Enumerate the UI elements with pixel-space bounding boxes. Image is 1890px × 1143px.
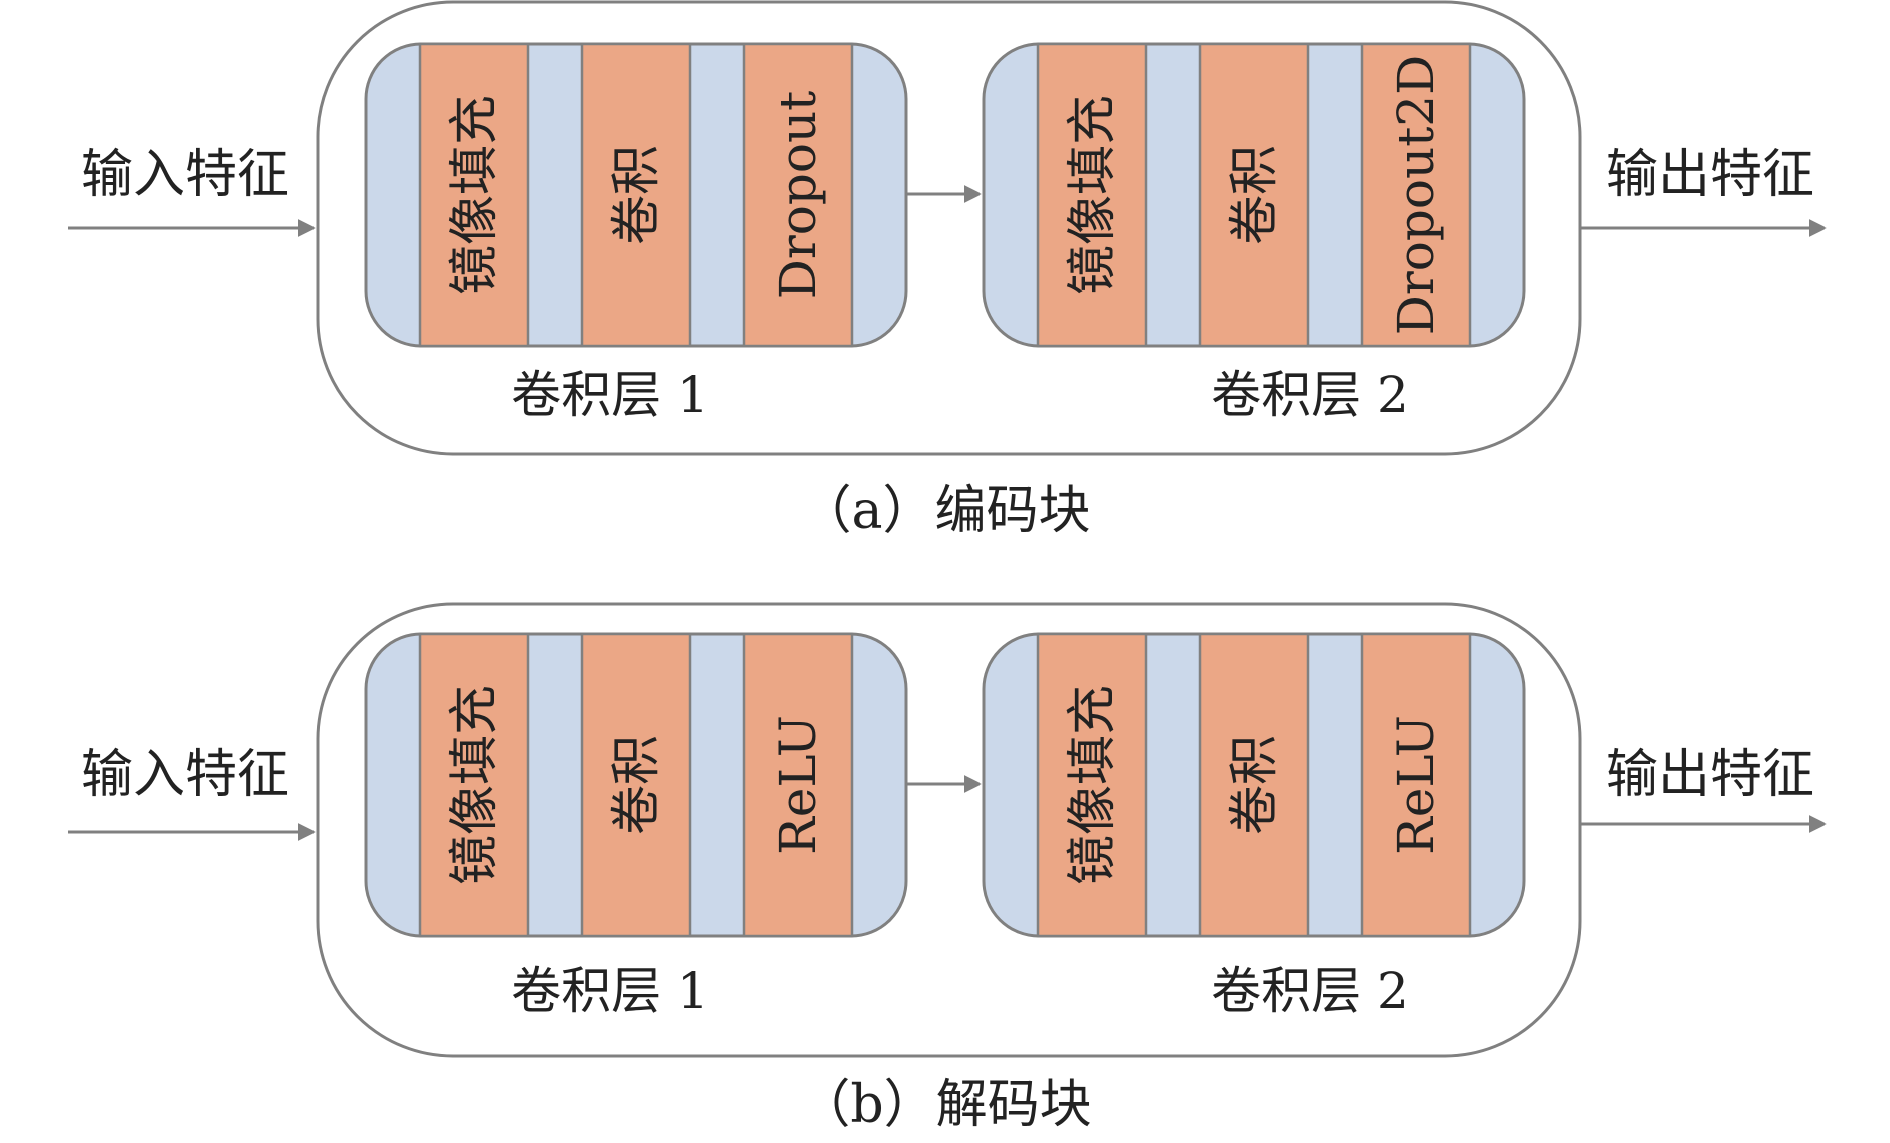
decoder-layer2-block-1-label: 镜像填充 <box>1063 685 1121 885</box>
decoder-layer2-block-2-label: 卷积 <box>1225 735 1283 835</box>
panel-encoder: 输入特征 输出特征 镜像填充 卷积 Dropout 卷积层 1 镜像填充 卷积 … <box>68 0 1827 541</box>
encoder-layer1-block-2-label: 卷积 <box>607 145 665 245</box>
encoder-caption: （a）编码块 <box>799 481 1090 541</box>
encoder-layer1-block-3-label: Dropout <box>769 91 827 300</box>
decoder-layer1-block-3 <box>742 632 854 938</box>
encoder-conv-layer-2: 镜像填充 卷积 Dropout2D 卷积层 2 <box>982 42 1526 424</box>
decoder-layer1-block-1-label: 镜像填充 <box>445 685 503 885</box>
decoder-layer1-block-2-label: 卷积 <box>607 735 665 835</box>
encoder-layer1-block-1-label: 镜像填充 <box>445 95 503 295</box>
decoder-input-label: 输入特征 <box>81 745 289 805</box>
encoder-layer1-block-1 <box>418 42 530 348</box>
encoder-layer2-block-2-label: 卷积 <box>1225 145 1283 245</box>
encoder-layer1-block-2 <box>580 42 692 348</box>
encoder-layer1-block-3 <box>742 42 854 348</box>
encoder-output-label: 输出特征 <box>1606 145 1814 205</box>
decoder-layer2-block-3 <box>1360 632 1472 938</box>
encoder-layer2-label: 卷积层 2 <box>1211 366 1409 424</box>
encoder-conv-layer-1: 镜像填充 卷积 Dropout 卷积层 1 <box>364 42 908 424</box>
decoder-layer2-block-1 <box>1036 632 1148 938</box>
encoder-layer2-block-3-label: Dropout2D <box>1387 55 1445 335</box>
encoder-layer2-block-1 <box>1036 42 1148 348</box>
decoder-outer-frame <box>316 602 1582 1058</box>
encoder-layer2-block-2 <box>1198 42 1310 348</box>
decoder-conv-layer-2: 镜像填充 卷积 ReLU 卷积层 2 <box>982 632 1526 1020</box>
decoder-output-label: 输出特征 <box>1606 745 1814 805</box>
encoder-layer2-block-3 <box>1360 42 1472 348</box>
decoder-conv-layer-1: 镜像填充 卷积 ReLU 卷积层 1 <box>364 632 908 1020</box>
decoder-layer1-block-2 <box>580 632 692 938</box>
decoder-caption: （b）解码块 <box>798 1075 1091 1135</box>
encoder-input-label: 输入特征 <box>81 145 289 205</box>
encoder-layer1-label: 卷积层 1 <box>511 366 709 424</box>
decoder-layer2-block-2 <box>1198 632 1310 938</box>
decoder-layer1-block-1 <box>418 632 530 938</box>
decoder-layer2-block-3-label: ReLU <box>1387 715 1445 855</box>
decoder-layer1-block-3-label: ReLU <box>769 715 827 855</box>
panel-decoder: 输入特征 输出特征 镜像填充 卷积 ReLU 卷积层 1 镜像填充 卷积 ReL… <box>68 602 1827 1135</box>
decoder-layer1-label: 卷积层 1 <box>511 962 709 1020</box>
decoder-layer2-label: 卷积层 2 <box>1211 962 1409 1020</box>
encoder-layer2-block-1-label: 镜像填充 <box>1063 95 1121 295</box>
